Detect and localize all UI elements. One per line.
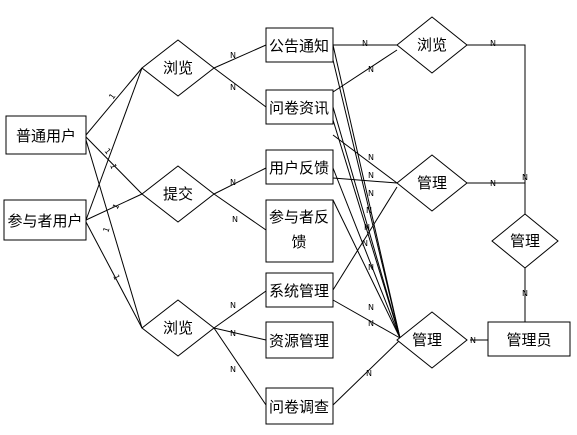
cardinality-many: N: [368, 171, 374, 180]
edge-user-feedback-manage-mid: [332, 177, 398, 184]
relationship-manage-right: 管理: [491, 213, 559, 269]
relationship-label: 浏览: [417, 36, 447, 54]
edge-browse-announcement: [213, 44, 267, 69]
entity-label: 问卷调查: [269, 398, 329, 416]
relationship-label: 管理: [417, 174, 447, 192]
entity-user-feedback: 用户反馈: [265, 149, 334, 185]
edge-participant-browse2: [85, 221, 143, 329]
cardinality-many: N: [362, 239, 368, 248]
cardinality-many: N: [368, 263, 374, 272]
cardinality-many: N: [522, 289, 528, 298]
entity-label: 系统管理: [269, 282, 329, 300]
entity-participant-feedback: 参与者反 馈: [265, 199, 334, 263]
entity-label: 问卷资讯: [269, 99, 329, 117]
edge-browse-survey-info: [213, 67, 267, 108]
cardinality-many: N: [470, 336, 476, 345]
relationship-label: 管理: [412, 331, 442, 349]
cardinality-many: N: [368, 319, 374, 328]
edge-normal-submit: [85, 136, 143, 195]
relationship-label: 浏览: [163, 319, 193, 337]
cardinality-many: N: [522, 173, 528, 182]
edge-survey-info-manage-b: [332, 119, 401, 339]
entity-label-line-2: 馈: [291, 233, 306, 251]
cardinality-many: N: [368, 65, 374, 74]
cardinality-many: N: [230, 301, 236, 310]
relationship-browse-bottom: 浏览: [141, 299, 215, 357]
cardinality-many: N: [366, 206, 372, 215]
relationship-browse-right: 浏览: [396, 16, 468, 74]
relationship-label: 提交: [163, 185, 193, 203]
cardinality-labels: 1 1 1 1 1 1 N N N N N N N N N N N N N N …: [101, 39, 528, 378]
cardinality-one: 1: [107, 92, 117, 101]
entity-normal-user: 普通用户: [5, 115, 87, 155]
entity-survey: 问卷调查: [265, 387, 334, 425]
entity-resource-mgmt: 资源管理: [265, 321, 334, 359]
edge-survey-info-manage: [332, 106, 401, 339]
edge-browse2-system: [213, 290, 267, 329]
entity-label: 参与者用户: [7, 212, 82, 230]
edge-survey-info-manage-mid: [332, 134, 398, 184]
entity-label-line-1: 参与者反: [269, 208, 329, 226]
entity-label: 公告通知: [269, 37, 329, 55]
cardinality-many: N: [232, 215, 238, 224]
cardinality-many: N: [490, 39, 496, 48]
cardinality-one: 1: [108, 163, 118, 171]
cardinality-many: N: [230, 365, 236, 374]
cardinality-many: N: [230, 83, 236, 92]
edge-survey-info-browse-right: [332, 49, 398, 93]
edge-participant-submit: [85, 193, 143, 221]
relationship-manage-bottom: 管理: [396, 311, 468, 369]
cardinality-one: 1: [101, 226, 111, 234]
entity-survey-info: 问卷资讯: [265, 89, 334, 125]
cardinality-many: N: [368, 303, 374, 312]
cardinality-one: 1: [111, 273, 121, 281]
edge-announcement-manage-b: [332, 59, 401, 339]
relationship-label: 浏览: [163, 59, 193, 77]
relationship-submit: 提交: [141, 165, 215, 223]
relationship-label: 管理: [510, 232, 540, 250]
edge-system-manage: [332, 299, 401, 339]
cardinality-one: 1: [111, 202, 121, 211]
cardinality-many: N: [368, 189, 374, 198]
edge-participant-browse: [85, 67, 143, 221]
entity-announcement: 公告通知: [265, 27, 334, 63]
cardinality-many: N: [366, 369, 372, 378]
cardinality-many: N: [368, 153, 374, 162]
cardinality-many: N: [230, 51, 236, 60]
edge-browse-right-manage-right: [467, 44, 526, 218]
edge-browse2-survey: [213, 327, 267, 406]
cardinality-many: N: [362, 39, 368, 48]
cardinality-one: 1: [102, 147, 112, 157]
edge-survey-manage: [332, 339, 401, 406]
edge-normal-browse: [85, 67, 143, 136]
edge-system-manage-mid: [332, 186, 398, 291]
edge-submit-participant-feedback: [213, 193, 267, 231]
entity-label: 资源管理: [269, 332, 329, 350]
entity-label: 普通用户: [16, 127, 76, 145]
cardinality-many: N: [490, 179, 496, 188]
entity-label: 用户反馈: [269, 159, 329, 177]
relationship-manage-mid: 管理: [396, 154, 468, 212]
edge-normal-browse2: [85, 139, 143, 329]
entity-label: 管理员: [506, 331, 551, 349]
edge-browse2-resource: [213, 327, 267, 341]
entity-participant-user: 参与者用户: [3, 199, 87, 241]
edge-announcement-manage: [332, 44, 401, 339]
edge-participant-feedback-manage: [332, 199, 401, 339]
edge-submit-user-feedback: [213, 167, 267, 195]
entity-system-mgmt: 系统管理: [265, 272, 334, 308]
cardinality-many: N: [230, 329, 236, 338]
cardinality-many: N: [364, 223, 370, 232]
entity-admin: 管理员: [487, 321, 571, 357]
relationship-browse-top: 浏览: [141, 39, 215, 97]
cardinality-many: N: [230, 178, 236, 187]
connectors: [85, 44, 526, 406]
edge-user-feedback-manage: [332, 167, 401, 339]
